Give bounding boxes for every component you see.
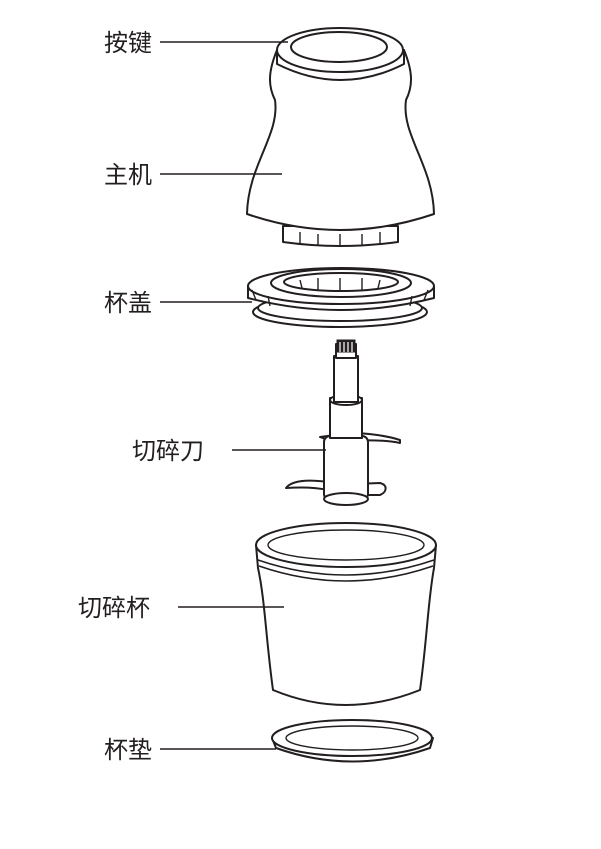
blade-part (285, 339, 401, 506)
main-unit-part (246, 49, 435, 247)
cup-lid-part (247, 267, 435, 328)
label-blade: 切碎刀 (132, 437, 204, 465)
label-chopping-cup: 切碎杯 (78, 594, 150, 622)
label-main-unit: 主机 (104, 161, 152, 189)
label-cup-lid: 杯盖 (104, 289, 152, 317)
cup-pad-part (271, 719, 434, 763)
button-part (276, 27, 404, 73)
chopping-cup-part (255, 522, 437, 706)
label-cup-pad: 杯垫 (104, 736, 152, 764)
label-button: 按键 (104, 29, 152, 57)
